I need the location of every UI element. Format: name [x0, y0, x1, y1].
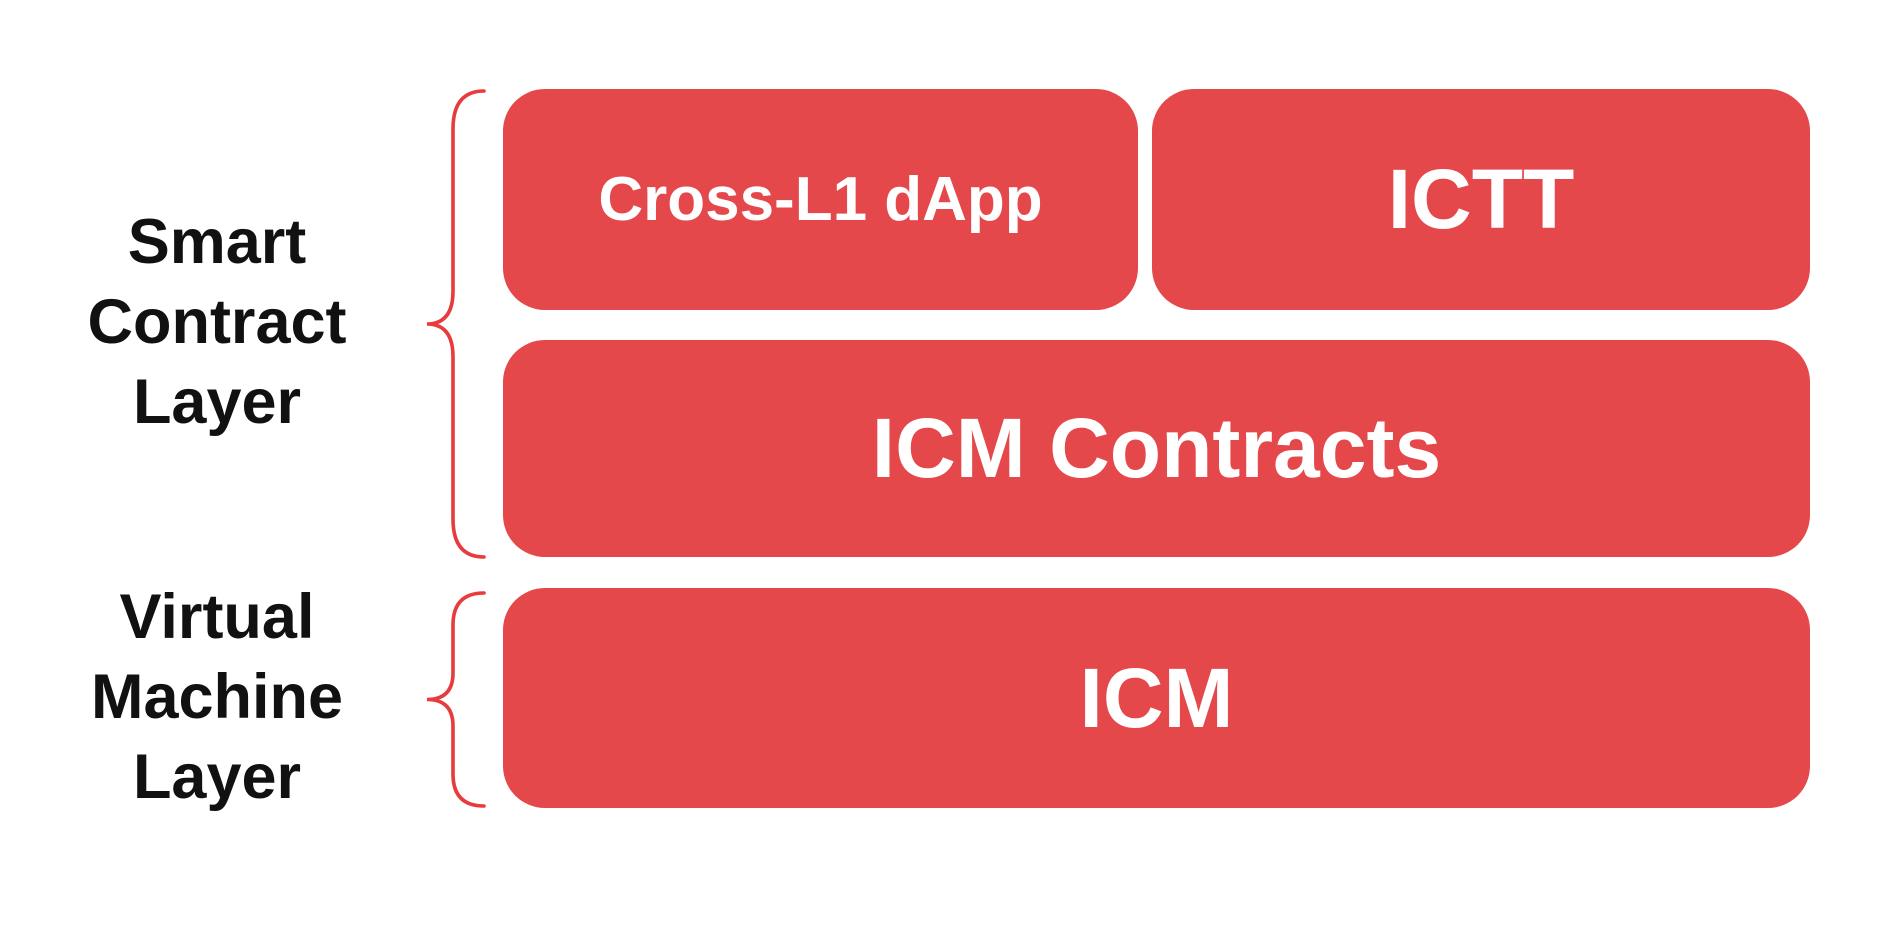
- box-label-ictt: ICTT: [1387, 152, 1575, 246]
- box-icm: ICM: [503, 588, 1810, 808]
- box-icm-contracts: ICM Contracts: [503, 340, 1810, 557]
- box-label-icm: ICM: [1079, 650, 1234, 745]
- box-label-icm-contracts: ICM Contracts: [871, 401, 1442, 495]
- curly-brace-path: [426, 89, 486, 559]
- curly-brace-left-icon: [426, 591, 486, 808]
- box-ictt: ICTT: [1152, 89, 1810, 310]
- curly-brace-path: [426, 591, 486, 808]
- curly-brace-left-icon: [426, 89, 486, 559]
- label-virtual-machine-layer: Virtual Machine Layer: [90, 582, 344, 812]
- box-cross-l1-dapp: Cross-L1 dApp: [503, 89, 1138, 310]
- box-label-cross-l1-dapp: Cross-L1 dApp: [598, 165, 1043, 234]
- label-smart-contract-layer: Smart Contract Layer: [87, 207, 347, 437]
